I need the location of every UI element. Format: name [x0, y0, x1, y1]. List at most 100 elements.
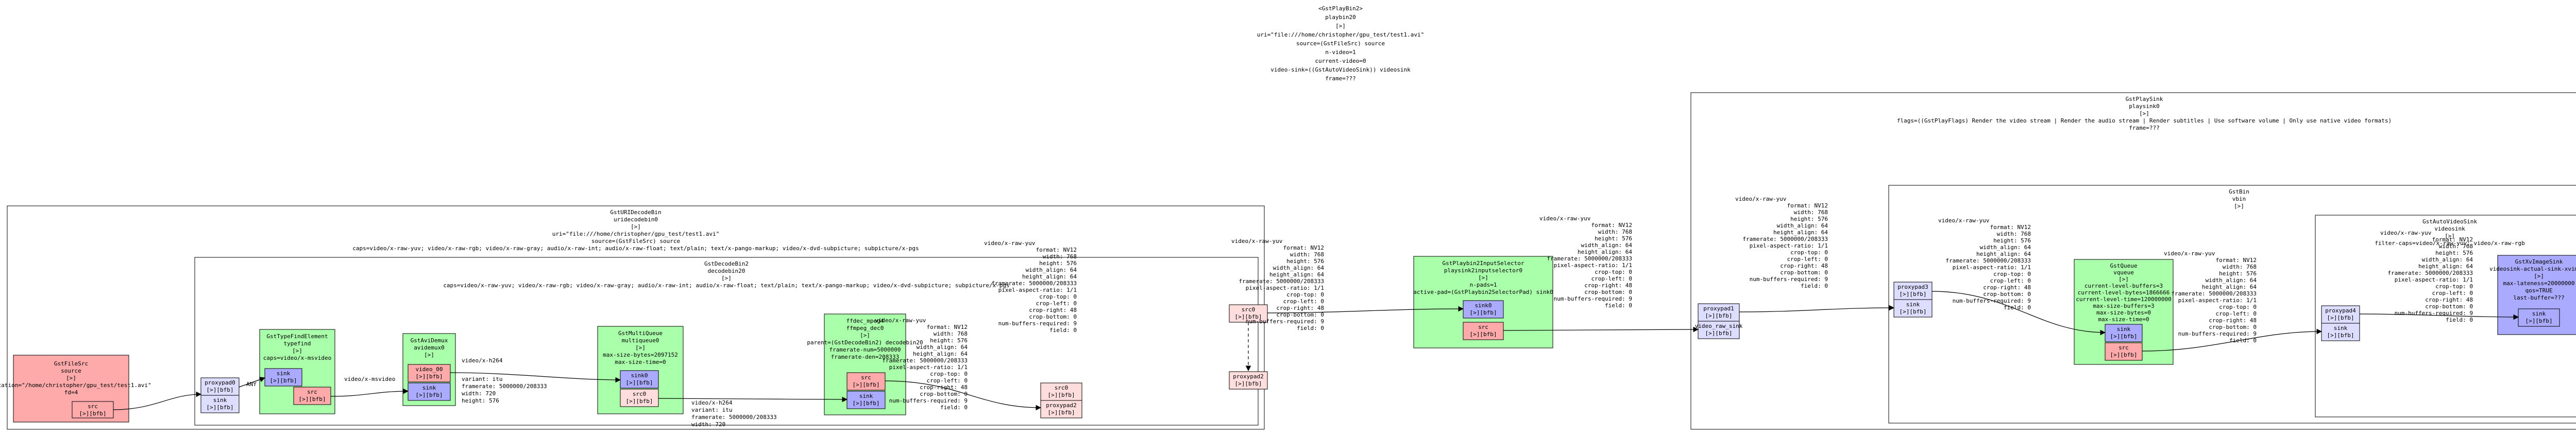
vbin-proxypad3[interactable]: proxypad3	[1897, 284, 1928, 290]
yuv-caps-selector-line1: format: NV12	[1283, 244, 1324, 251]
decoder-src-pad[interactable]: src	[861, 374, 871, 381]
typefind-src-pad[interactable]: src	[307, 389, 317, 395]
decodebin-proxypad0-flags: [>][bfb]	[207, 387, 234, 393]
yuv-caps-selector-line5: height_align: 64	[1269, 271, 1324, 278]
yuv-caps-playsink-line11: crop-bottom: 0	[1584, 289, 1632, 295]
yuv-caps-vbin-line10: crop-right: 48	[1780, 263, 1828, 269]
typefind-sink-pad-flags: [>][bfb]	[270, 377, 297, 384]
xvimagesink-max-lateness: max-lateness=20000000	[2503, 280, 2574, 287]
yuv-caps-selector-line8: crop-top: 0	[1286, 291, 1324, 298]
uridecodebin-source: source=(GstFileSrc) source	[591, 238, 680, 244]
yuv-caps-xvimagesink-line6: framerate: 5000000/208333	[2387, 270, 2473, 276]
yuv-caps-uridecodebin-line4: width_align: 64	[1026, 267, 1077, 273]
yuv-caps-autovideosink-line7: pixel-aspect-ratio: 1/1	[2178, 297, 2257, 304]
yuv-caps-decoder-line9: crop-left: 0	[927, 377, 968, 384]
autovideosink-sink-pad-flags: [>][bfb]	[2327, 332, 2354, 339]
filesrc-src-pad[interactable]: src	[88, 403, 98, 410]
yuv-caps-uridecodebin-line7: pixel-aspect-ratio: 1/1	[998, 287, 1077, 293]
yuv-caps-decoder-line8: crop-top: 0	[930, 371, 968, 377]
yuv-caps-vqueue-line8: crop-top: 0	[1993, 271, 2031, 277]
autovideosink-sink-pad[interactable]: sink	[2334, 325, 2348, 331]
selector-src-pad[interactable]: src	[1478, 324, 1488, 330]
filesrc-location: location="/home/christopher/gpu_test/tes…	[0, 382, 151, 389]
playsink-video-raw-sink-pad[interactable]: video_raw_sink	[1695, 323, 1743, 329]
yuv-caps-xvimagesink-line1: format: NV12	[2432, 236, 2473, 243]
yuv-caps-playsink-line12: num-buffers-required: 9	[1554, 295, 1632, 302]
yuv-caps-vbin-line13: field: 0	[1801, 283, 1828, 289]
selector-state: [>]	[1478, 274, 1488, 281]
decodebin-proxypad0[interactable]: proxypad0	[205, 379, 235, 386]
edge-avidemux-multiqueue	[450, 372, 621, 383]
typefind-caps: caps=video/x-msvideo	[263, 355, 331, 361]
playbin-video-sink: video-sink=((GstAutoVideoSink)) videosin…	[1270, 66, 1411, 73]
decoder-sink-pad[interactable]: sink	[859, 393, 873, 399]
yuv-caps-autovideosink-line10: crop-right: 48	[2209, 317, 2257, 324]
vqueue-src-pad[interactable]: src	[2119, 344, 2129, 351]
avidemux-video00-pad[interactable]: video_00	[416, 366, 443, 373]
typefind-state: [>]	[292, 347, 302, 354]
vbin-sink-pad[interactable]: sink	[1906, 301, 1920, 308]
edge-proxypad-xvimagesink	[2359, 313, 2519, 320]
edge-h264-1-line2: framerate: 5000000/208333	[462, 383, 547, 390]
edges	[113, 291, 2519, 411]
avidemux-element[interactable]: GstAviDemux avidemux0 [>] video_00 [>][b…	[402, 333, 456, 406]
yuv-caps-selector-line2: width: 768	[1290, 251, 1324, 258]
selector-sink0-pad[interactable]: sink0	[1475, 302, 1492, 309]
decodebin-cluster[interactable]: GstDecodeBin2 decodebin20 [>] caps=video…	[194, 257, 1259, 426]
edge-vbin-vqueue	[1931, 291, 2106, 336]
multiqueue-src0-pad[interactable]: src0	[633, 391, 647, 397]
yuv-caps-playsink-line10: crop-right: 48	[1584, 282, 1632, 289]
yuv-caps-selector-line10: crop-right: 48	[1276, 305, 1324, 311]
decodebin-src0-pad[interactable]: src0	[1055, 384, 1069, 391]
yuv-caps-playsink-line13: field: 0	[1605, 302, 1632, 309]
decodebin-state: [>]	[721, 275, 732, 282]
yuv-caps-xvimagesink-line11: crop-bottom: 0	[2425, 303, 2473, 310]
typefind-element[interactable]: GstTypeFindElement typefind [>] caps=vid…	[259, 329, 335, 414]
edge-label-any: ANY	[246, 381, 257, 388]
avidemux-sink-pad[interactable]: sink	[422, 384, 436, 391]
yuv-caps-decoder-line1: format: NV12	[927, 324, 968, 330]
filesrc-element[interactable]: GstFileSrc source [>] location="/home/ch…	[0, 355, 151, 423]
typefind-sink-pad[interactable]: sink	[277, 370, 291, 377]
multiqueue-state: [>]	[635, 344, 646, 351]
edge-h264-2-line2: framerate: 5000000/208333	[691, 414, 777, 421]
input-selector-element[interactable]: GstPlaybin2InputSelector playsink2inputs…	[1413, 256, 1553, 348]
selector-src-pad-flags: [>][bfb]	[1470, 331, 1497, 338]
autovideosink-proxypad4[interactable]: proxypad4	[2325, 307, 2356, 314]
yuv-caps-playsink-line2: width: 768	[1598, 229, 1632, 235]
uridecodebin-src0-pad[interactable]: src0	[1242, 306, 1256, 313]
xvimagesink-qos: qos=TRUE	[2526, 287, 2553, 294]
filesrc-fd: fd=4	[64, 389, 78, 396]
vqueue-sink-pad[interactable]: sink	[2117, 326, 2131, 333]
autovideosink-cluster[interactable]: GstAutoVideoSink videosink [>] filter-ca…	[2315, 215, 2576, 417]
vqueue-current-level-bytes: current-level-bytes=1866666	[2078, 289, 2170, 296]
vqueue-element[interactable]: GstQueue vqueue [>] current-level-buffer…	[2074, 259, 2174, 365]
playsink-proxypad1[interactable]: proxypad1	[1703, 305, 1734, 312]
decodebin-type: GstDecodeBin2	[704, 260, 749, 267]
selector-name: playsink2inputselector0	[1444, 267, 1522, 274]
edge-h264-2-line1: variant: itu	[691, 407, 732, 413]
vqueue-max-size-buffers: max-size-buffers=3	[2093, 303, 2154, 309]
uridecodebin-state: [>]	[631, 223, 641, 230]
multiqueue-element[interactable]: GstMultiQueue multiqueue0 [>] max-size-b…	[597, 326, 684, 414]
yuv-caps-vbin-line4: width_align: 64	[1777, 222, 1828, 229]
yuv-caps-selector-line6: framerate: 5000000/208333	[1239, 278, 1324, 285]
yuv-caps-selector-line7: pixel-aspect-ratio: 1/1	[1246, 285, 1324, 291]
yuv-caps-vbin-line0: video/x-raw-yuv	[1735, 196, 1787, 202]
yuv-caps-vqueue-line11: crop-bottom: 0	[1983, 291, 2031, 298]
xvimagesink-sink-pad[interactable]: sink	[2532, 310, 2546, 317]
playsink-type: GstPlaySink	[2126, 96, 2163, 102]
multiqueue-sink0-pad[interactable]: sink0	[631, 372, 648, 379]
decodebin-proxypad2[interactable]: proxypad2	[1046, 402, 1077, 409]
xvimagesink-element[interactable]: GstXvImageSink videosink-actual-sink-xvi…	[2489, 255, 2576, 335]
decodebin-sink-pad-flags: [>][bfb]	[207, 404, 234, 411]
uridecodebin-proxypad-pad[interactable]: proxypad2	[1233, 373, 1264, 380]
yuv-caps-playsink-line4: width_align: 64	[1581, 242, 1633, 249]
decoder-element[interactable]: ffdec_mpeg4 ffmpeg_dec0 [>] parent=(GstD…	[807, 313, 923, 415]
typefind-name: typefind	[284, 340, 311, 347]
yuv-caps-playsink-line7: pixel-aspect-ratio: 1/1	[1554, 262, 1632, 269]
yuv-caps-decoder-line3: height: 576	[930, 337, 968, 344]
decodebin-sink-pad[interactable]: sink	[213, 397, 227, 404]
